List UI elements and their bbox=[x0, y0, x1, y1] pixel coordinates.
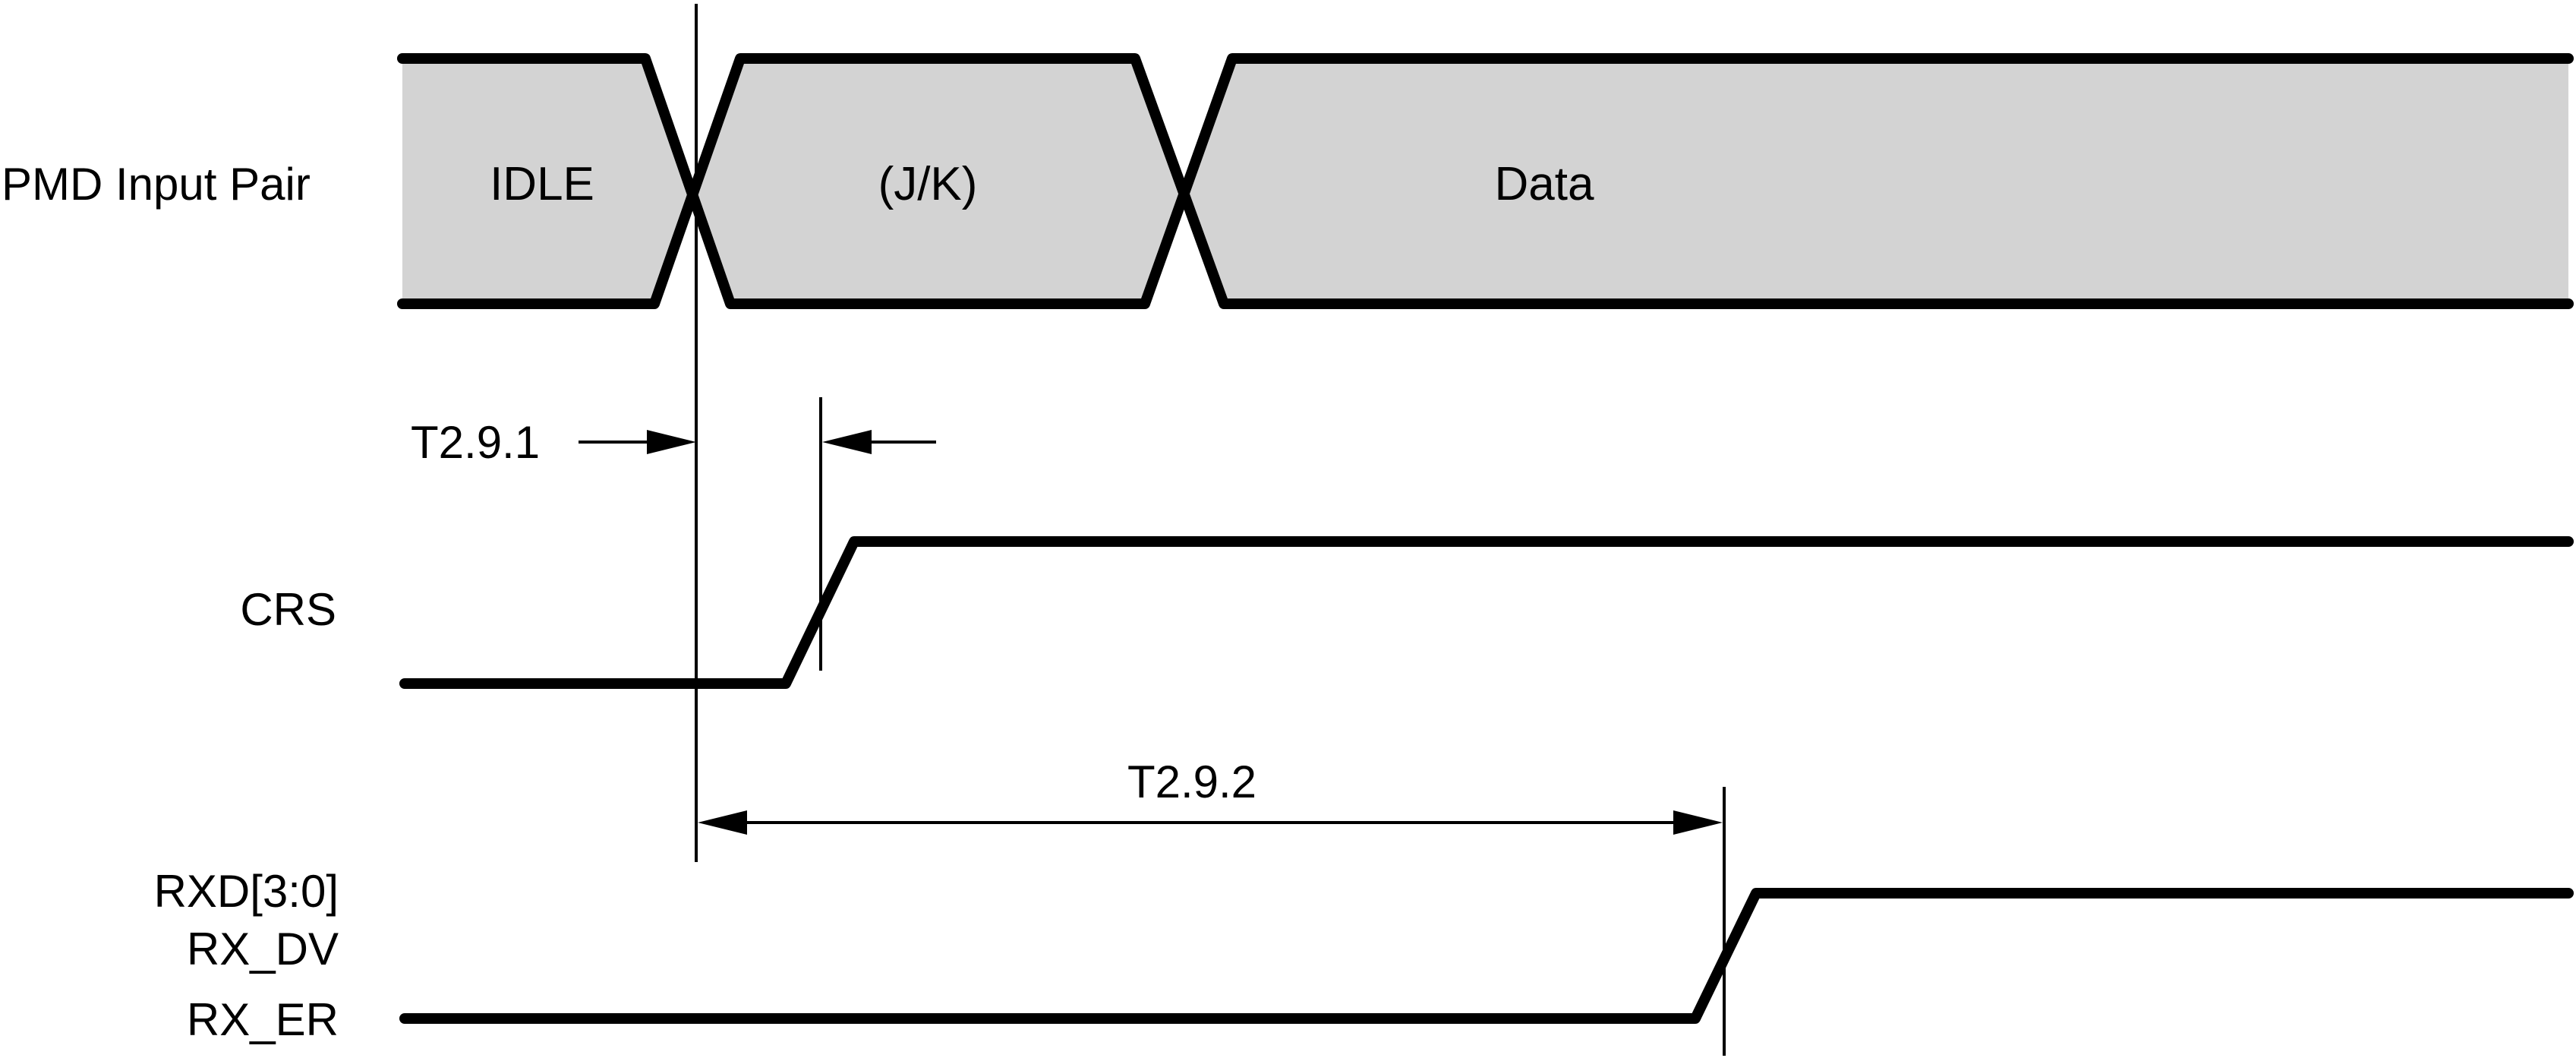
bus-segment-data bbox=[1182, 58, 2568, 304]
crs-waveform bbox=[399, 536, 2574, 689]
signal-label-pmd: PMD Input Pair bbox=[2, 159, 311, 210]
bus-label-data: Data bbox=[1495, 158, 1594, 210]
bus-label-jk: (J/K) bbox=[878, 158, 978, 210]
t292-right-arrowhead bbox=[1673, 810, 1723, 835]
t291-left-arrowhead bbox=[647, 430, 696, 454]
t291-dimension bbox=[579, 430, 936, 454]
bus-segment-jk bbox=[695, 58, 1182, 304]
rxd-waveform bbox=[399, 888, 2574, 1024]
timing-label-t292: T2.9.2 bbox=[1127, 756, 1256, 807]
bus-segment-idle bbox=[402, 58, 695, 304]
timing-label-t291: T2.9.1 bbox=[411, 417, 540, 468]
bus-label-idle: IDLE bbox=[490, 158, 594, 210]
bus-top-edge bbox=[397, 53, 2574, 309]
t291-right-arrowhead bbox=[822, 430, 872, 454]
pmd-bus-waveform bbox=[397, 53, 2574, 309]
t292-left-arrowhead bbox=[698, 810, 747, 835]
signal-label-rx-er: RX_ER bbox=[187, 994, 339, 1045]
signal-label-rxd: RXD[3:0] bbox=[154, 866, 339, 917]
t292-dimension bbox=[698, 810, 1723, 835]
bus-bottom-edge bbox=[397, 53, 2574, 309]
signal-label-crs: CRS bbox=[240, 584, 336, 635]
signal-label-rx-dv: RX_DV bbox=[187, 924, 339, 974]
